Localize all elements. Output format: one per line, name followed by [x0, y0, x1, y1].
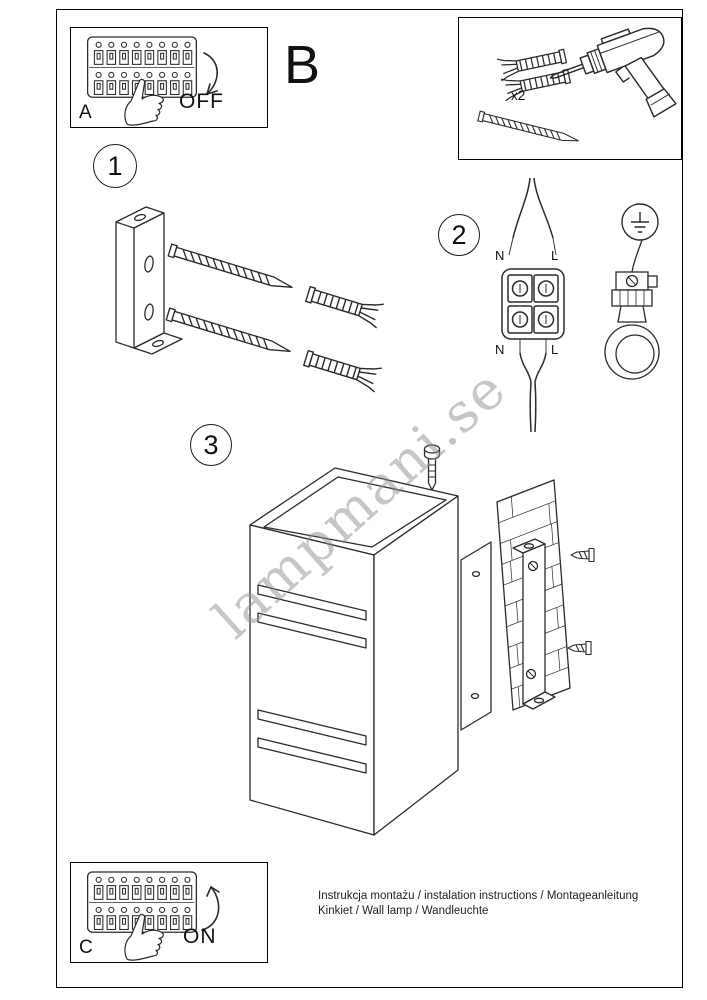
- top-screw-icon: [423, 444, 441, 491]
- power-on-label: ON: [183, 925, 217, 948]
- rear-plate: [460, 541, 492, 731]
- section-b-label: B: [284, 35, 321, 95]
- step-3-number: 3: [203, 429, 219, 460]
- ground-connector-diagram: [604, 239, 660, 380]
- power-off-label: OFF: [179, 90, 224, 113]
- step-2-badge: 2: [438, 214, 480, 256]
- wall-bracket: [512, 538, 556, 710]
- lamp-body: [249, 467, 459, 836]
- hand-icon: [124, 78, 164, 126]
- footer-line-1: Instrukcja montażu / instalation instruc…: [318, 890, 639, 902]
- bracket-mounting-diagram: [115, 206, 385, 393]
- step-1-badge: 1: [93, 144, 137, 188]
- hand-icon: [124, 913, 164, 961]
- mounting-bracket: [115, 206, 183, 355]
- earth-symbol-icon: [621, 203, 659, 241]
- step-a-power-off-box: A OFF: [70, 27, 268, 128]
- step-1-number: 1: [107, 150, 123, 181]
- wiring-diagram: [501, 177, 565, 433]
- tools-box: x2: [458, 17, 682, 160]
- wire-label-live-bottom: L: [551, 342, 559, 357]
- wall-plug-2: [301, 345, 383, 393]
- fixing-screw-top: [570, 547, 595, 563]
- wall-plug-1: [303, 281, 385, 329]
- step-3-badge: 3: [190, 424, 232, 466]
- step-2-number: 2: [451, 219, 467, 250]
- step-c-power-on-box: C ON: [70, 862, 268, 963]
- lamp-assembly-diagram: [249, 444, 595, 836]
- wire-label-neutral-top: N: [495, 248, 505, 263]
- footer-line-2: Kinkiet / Wall lamp / Wandleuchte: [318, 905, 489, 917]
- mounting-screw-2: [165, 307, 293, 358]
- wire-label-live-top: L: [551, 248, 559, 263]
- wire-label-neutral-bottom: N: [495, 342, 505, 357]
- fixing-screw-bottom: [567, 640, 592, 656]
- plug-quantity-label: x2: [511, 88, 526, 103]
- mounting-screw-1: [167, 243, 295, 294]
- box-c-label: C: [79, 937, 93, 958]
- footer-text: Instrukcja montażu / instalation instruc…: [318, 889, 638, 919]
- drill-icon: [549, 27, 677, 118]
- page-border-frame: [56, 9, 683, 988]
- box-a-label: A: [79, 102, 92, 123]
